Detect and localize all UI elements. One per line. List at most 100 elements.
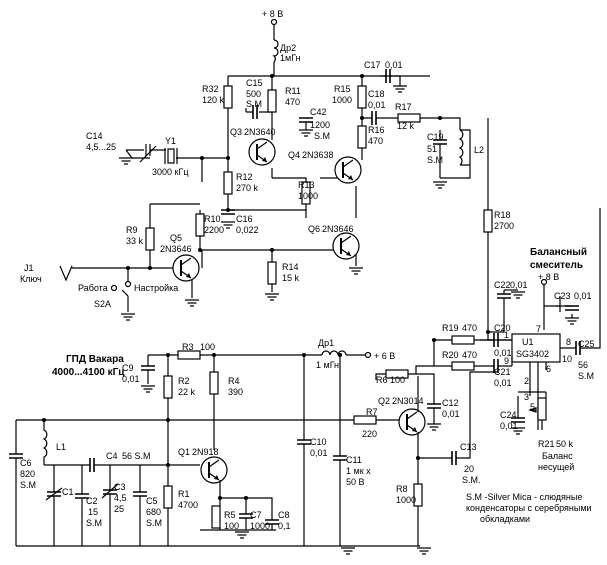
c12-label: C12 (442, 398, 459, 408)
c7-value: 1000 (250, 521, 270, 531)
dr2-label: Др2 (280, 43, 296, 53)
r18-value: 2700 (494, 221, 514, 231)
supply-8v-mixer: + 8 В (538, 272, 559, 282)
r4-value: 390 (228, 387, 243, 397)
dr2-value: 1мГн (280, 53, 301, 63)
note-line3: обкладками (480, 514, 530, 524)
c13-label: C13 (460, 442, 477, 452)
dr1-value: 1 мГн (316, 360, 339, 370)
c10-label: C10 (310, 437, 327, 447)
c18-label: C18 (368, 89, 385, 99)
r4-label: R4 (228, 376, 240, 386)
r19-label: R19 (442, 323, 459, 333)
q5-label: Q5 (170, 233, 182, 243)
c8-value: 0,1 (278, 521, 291, 531)
r2-value: 22 k (178, 387, 196, 397)
c9-value: 0,01 (122, 374, 140, 384)
c42-type: S.M (314, 131, 330, 141)
c19-label: C19 (427, 132, 444, 142)
c13-type: S.M. (462, 475, 481, 485)
r7-value: 220 (362, 429, 377, 439)
c5-value: 680 (146, 507, 161, 517)
r13-value: 1000 (298, 191, 318, 201)
u1-pin-9: 9 (504, 356, 509, 366)
u1-label: U1 (522, 337, 534, 347)
c8-label: C8 (278, 510, 290, 520)
c21-label: C21 (494, 367, 511, 377)
r18-label: R18 (494, 210, 511, 220)
r8-value: 1000 (396, 495, 416, 505)
c6-type: S.M (20, 480, 36, 490)
r12-label: R12 (236, 172, 253, 182)
c11-value2: 50 В (346, 477, 365, 487)
note-line1: S.M -Silver Mica - слюдяные (466, 492, 582, 502)
c42-value: 1200 (310, 120, 330, 130)
r10-value: 2200 (204, 225, 224, 235)
r3-value: 100 (200, 342, 215, 352)
r1-label: R1 (178, 489, 190, 499)
r20-value: 470 (462, 350, 477, 360)
balance-line2: несущей (538, 462, 574, 472)
c16-label: C16 (236, 214, 253, 224)
j1-value: Ключ (20, 274, 42, 284)
c24-label: C24 (500, 410, 517, 420)
c13-value: 20 (464, 464, 474, 474)
u1-value: SG3402 (516, 349, 549, 359)
q4-value: 2N3638 (302, 150, 334, 160)
c5-type: S.M (146, 518, 162, 528)
l2-label: L2 (474, 145, 484, 155)
q4-label: Q4 (288, 150, 300, 160)
mixer-section (420, 208, 601, 435)
r7-label: R7 (366, 407, 378, 417)
c14-label: C14 (86, 131, 103, 141)
r21-value: 50 k (556, 439, 574, 449)
c22-value: 0,01 (510, 280, 528, 290)
labels: + 8 В Др2 1мГн C17 0,01 R32 120 k C15 50… (20, 9, 595, 531)
r19-value: 470 (462, 323, 477, 333)
r16-label: R16 (368, 125, 385, 135)
c12-value: 0,01 (442, 409, 460, 419)
u1-pin-8: 8 (566, 337, 571, 347)
c3-value: 4,5 (114, 493, 127, 503)
mixer-title-line1: Балансный (530, 247, 587, 258)
q3-value: 2N3640 (244, 127, 276, 137)
r21-label: R21 (538, 439, 555, 449)
c16-value: 0,022 (236, 225, 259, 235)
q2-label: Q2 (378, 396, 390, 406)
c19-value: 51 (427, 144, 437, 154)
l1-label: L1 (56, 442, 66, 452)
supply-6v-label: + 6 В (374, 351, 395, 361)
j1-label: J1 (24, 263, 34, 273)
c10-value: 0,01 (310, 448, 328, 458)
s2a-label: S2A (94, 299, 111, 309)
r9-value: 33 k (126, 236, 144, 246)
c15-label: C15 (246, 78, 263, 88)
r10-label: R10 (204, 214, 221, 224)
y1-label: Y1 (165, 136, 176, 146)
c15-value: 500 (246, 89, 261, 99)
q2-value: 2N3014 (392, 396, 424, 406)
c9-label: C9 (122, 363, 134, 373)
top-components (59, 18, 493, 321)
r6-label: R6 (376, 375, 388, 385)
c4-value: 56 S.M (122, 451, 151, 461)
dr1-label: Др1 (318, 338, 334, 348)
u1-pin-3: 3 (524, 392, 529, 402)
c11-value: 1 мк x (346, 466, 371, 476)
supply-8v-label: + 8 В (262, 9, 283, 19)
c4-label: C4 (106, 451, 118, 461)
c25-type: S.M (578, 371, 594, 381)
r16-value: 470 (368, 136, 383, 146)
u1-pin-10: 10 (562, 354, 572, 364)
c2-type: S.M (86, 518, 102, 528)
rabota-label: Работа (78, 283, 108, 293)
c23-label: C23 (554, 291, 571, 301)
top-wiring (72, 22, 489, 332)
r13-label: R13 (298, 180, 315, 190)
c15-type: S.M (246, 99, 262, 109)
q3-label: Q3 (230, 127, 242, 137)
c25-value: 56 (578, 360, 588, 370)
r15-value: 1000 (332, 95, 352, 105)
c20-value: 0,01 (494, 348, 512, 358)
